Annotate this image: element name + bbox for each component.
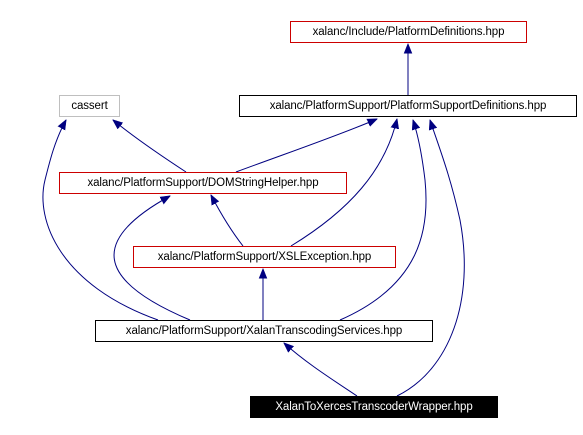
edge-xalantrans-to-cassert [42,120,159,321]
edge-domstr-to-cassert [113,120,187,173]
edge-wrapper-to-pssdefs [396,120,465,397]
edge-xslexc-to-pssdefs [290,119,397,247]
edge-domstr-to-pssdefs [235,119,377,173]
edge-xslexc-to-domstr [211,195,244,247]
edge-xalantrans-to-domstr [113,196,191,321]
node-platform-support-definitions[interactable]: xalanc/PlatformSupport/PlatformSupportDe… [239,95,577,117]
edge-xalantrans-to-pssdefs [339,120,427,321]
node-cassert: cassert [59,95,120,117]
node-xalan-to-xerces-transcoder-wrapper: XalanToXercesTranscoderWrapper.hpp [250,396,498,418]
node-dom-string-helper[interactable]: xalanc/PlatformSupport/DOMStringHelper.h… [59,172,347,194]
node-xalan-transcoding-services[interactable]: xalanc/PlatformSupport/XalanTranscodingS… [95,320,433,342]
edge-wrapper-to-xalantrans [284,343,358,397]
node-platform-definitions[interactable]: xalanc/Include/PlatformDefinitions.hpp [290,21,527,43]
node-xsl-exception[interactable]: xalanc/PlatformSupport/XSLException.hpp [133,246,396,268]
